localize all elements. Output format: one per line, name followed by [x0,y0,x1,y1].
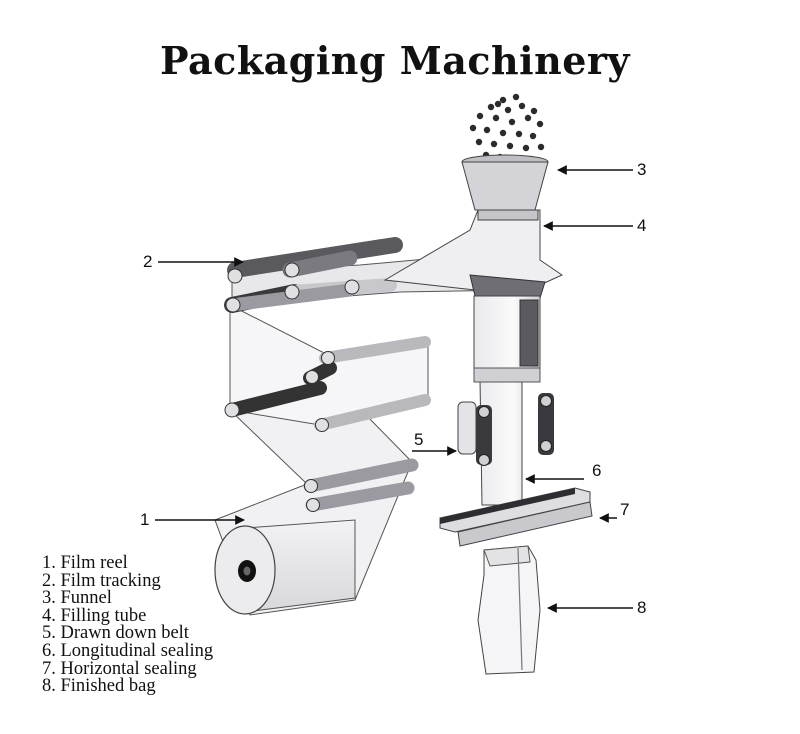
legend-item: 2. Film tracking [42,570,161,591]
film-reel [214,519,356,615]
legend-item: 7. Horizontal sealing [42,658,197,679]
callout-label-4: 4 [637,216,647,235]
draw-down-belts [457,393,554,466]
callout-label-3: 3 [637,160,647,179]
film-tracking-rollers [224,237,431,512]
parts-legend: 1. Film reel 2. Film tracking 3. Funnel … [42,553,214,697]
finished-bag [477,545,541,675]
callout-label-5: 5 [414,430,424,449]
legend-item: 3. Funnel [42,588,112,609]
callout-label-1: 1 [140,510,150,529]
callout-label-7: 7 [620,500,630,519]
legend-item: 6. Longitudinal sealing [42,640,214,661]
legend-item: 1. Film reel [42,553,128,573]
legend-item: 8. Finished bag [42,676,156,697]
callout-label-2: 2 [143,252,153,271]
funnel [461,154,549,221]
filling-tube [473,295,541,506]
page-title: Packaging Machinery [160,38,630,83]
horizontal-sealing-jaws [439,487,593,547]
callout-label-8: 8 [637,598,647,617]
callout-label-6: 6 [592,461,602,480]
legend-item: 5. Drawn down belt [42,623,189,644]
legend-item: 4. Filling tube [42,605,147,626]
callout-arrows [155,165,633,613]
